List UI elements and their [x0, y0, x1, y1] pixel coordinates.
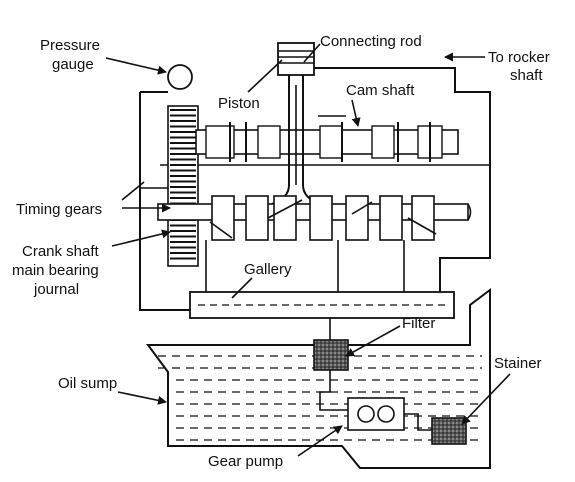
timing-gear: [167, 105, 199, 267]
label-cam-shaft: Cam shaft: [346, 82, 415, 99]
label-connecting-rod: Connecting rod: [320, 33, 422, 50]
pressure-gauge-dial: [167, 64, 193, 90]
label-oil-sump: Oil sump: [58, 375, 117, 392]
label-pressure-gauge-1: Pressure: [40, 37, 100, 54]
strainer: [431, 417, 467, 445]
crank-shaft: [157, 195, 472, 241]
oil-passages: [140, 187, 405, 292]
filter: [313, 318, 349, 411]
label-stainer: Stainer: [494, 355, 542, 372]
cam-shaft: [195, 122, 459, 162]
piston: [277, 42, 315, 76]
engine-frame: [139, 67, 491, 311]
label-timing-gears: Timing gears: [16, 201, 102, 218]
labels: Pressure gauge Connecting rod To rocker …: [12, 33, 550, 470]
label-piston: Piston: [218, 95, 260, 112]
label-filter: Filter: [402, 315, 435, 332]
leader-lines: [105, 43, 511, 457]
label-to-rocker-2: shaft: [510, 67, 543, 84]
label-gear-pump: Gear pump: [208, 453, 283, 470]
label-crank-2: main bearing: [12, 262, 99, 279]
label-crank-3: journal: [33, 281, 79, 298]
label-to-rocker-1: To rocker: [488, 49, 550, 66]
label-crank-1: Crank shaft: [22, 243, 100, 260]
label-gallery: Gallery: [244, 261, 292, 278]
oil-sump: [146, 288, 491, 469]
gear-pump: [347, 397, 432, 431]
label-pressure-gauge-2: gauge: [52, 56, 94, 73]
